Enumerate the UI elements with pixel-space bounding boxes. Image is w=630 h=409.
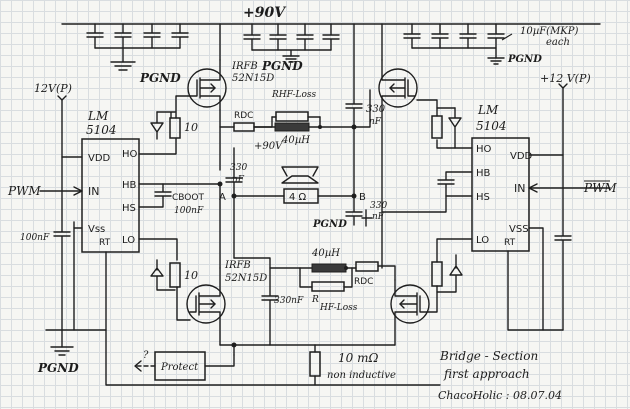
bottom-rhf-r: R — [311, 295, 319, 305]
output-filter-top — [219, 23, 371, 132]
right-driver-name-2: 5104 — [476, 119, 507, 133]
protect-block — [134, 351, 235, 381]
cap-bank-right — [403, 23, 513, 65]
left-gate-driver — [39, 95, 441, 386]
cap-bank-left — [86, 23, 189, 71]
left-pin-vss: Vss — [88, 224, 105, 235]
protect-question: ? — [143, 350, 149, 361]
right-pin-hs: HS — [476, 192, 490, 203]
sense-resistor-label: 10 mΩ — [338, 351, 378, 365]
bottom-rdc-label: RDC — [354, 277, 373, 287]
rail-label-12v-right: +12 V(P) — [540, 72, 591, 85]
cboot-value: 100nF — [174, 206, 204, 216]
rail-label-top: +90V — [243, 5, 287, 21]
load-cap-left-unit: nF — [232, 175, 245, 185]
left-pin-vdd: VDD — [88, 153, 111, 164]
labels: +90V +90V 12V(P) +12 V(P) PGND PGND PGND… — [7, 5, 617, 402]
rail-label-12v-left: 12V(P) — [34, 82, 72, 95]
speaker-impedance: 4 Ω — [289, 192, 307, 203]
mosfet-bottom-left — [186, 267, 226, 346]
load-speaker — [225, 126, 373, 259]
rail-label-mid: +90V — [254, 141, 284, 152]
left-pin-hb: HB — [122, 180, 137, 191]
left-pwm-input: PWM — [7, 184, 41, 198]
pgnd-label-bottom-left: PGND — [37, 361, 79, 375]
left-half-bridge — [186, 23, 237, 356]
right-pin-ho: HO — [476, 144, 492, 155]
right-pin-lo: LO — [476, 235, 489, 246]
title-line-2: first approach — [443, 367, 530, 381]
pgnd-label-right-top: PGND — [507, 54, 542, 65]
bottom-cap-label: 330nF — [274, 296, 304, 306]
left-pin-lo: LO — [122, 235, 135, 246]
load-cap-right: 330 — [370, 201, 387, 211]
right-pin-hb: HB — [476, 168, 491, 179]
mosfet-top-right — [378, 59, 418, 111]
bottom-rhf-label: HF-Loss — [319, 303, 358, 313]
mosfet-bl-type-1: IRFB — [224, 260, 251, 271]
load-cap-right-unit: nF — [372, 212, 385, 222]
mosfet-bl-type-2: 52N15D — [225, 273, 267, 284]
left-driver-name-1: LM — [87, 109, 109, 123]
output-filter-bottom — [233, 257, 396, 346]
node-a: A — [219, 192, 226, 203]
title-line-1: Bridge - Section — [439, 349, 538, 363]
left-pin-in: IN — [88, 185, 99, 198]
title-line-3: ChacoHolic : 08.07.04 — [438, 389, 562, 402]
bottom-inductor-label: 40µH — [311, 248, 340, 259]
mosfet-bottom-right — [390, 279, 430, 346]
left-pin-hs: HS — [122, 203, 136, 214]
pgnd-label-left-top: PGND — [139, 71, 181, 85]
right-pin-vss: VSS — [509, 224, 529, 235]
node-b: B — [359, 192, 366, 203]
right-driver-name-1: LM — [477, 103, 499, 117]
mosfet-tl-type-2: 52N15D — [232, 73, 274, 84]
gate-res-bottom-left: 10 — [184, 269, 198, 282]
right-pin-in: IN — [514, 182, 525, 195]
mkp-each-note: each — [546, 37, 570, 48]
protect-label: Protect — [160, 362, 199, 373]
left-bypass-cap-label: 100nF — [20, 233, 50, 243]
mosfet-top-left — [187, 59, 227, 111]
right-half-bridge — [233, 23, 430, 386]
cap-bank-mid — [243, 23, 340, 63]
top-rhf-label: RHF-Loss — [271, 90, 317, 100]
pgnd-label-center: PGND — [312, 219, 347, 230]
top-inductor-label: 40µH — [281, 135, 310, 146]
left-pin-ho: HO — [122, 149, 138, 160]
mkp-cap-note: 10µF(MKP) — [520, 26, 579, 37]
left-driver-name-2: 5104 — [86, 123, 117, 137]
top-rdc-label: RDC — [234, 111, 253, 121]
top-cap-unit: nF — [369, 117, 382, 127]
right-pin-vdd: VDD — [510, 151, 533, 162]
top-cap-label: 330 — [366, 104, 386, 115]
supply-rail-90v — [61, 23, 601, 71]
right-gate-driver — [381, 83, 611, 331]
sense-resistor-note: non inductive — [327, 370, 396, 381]
right-pwm-input: PWM — [583, 181, 617, 195]
mosfet-tl-type-1: IRFB — [231, 61, 258, 72]
load-cap-left: 330 — [230, 163, 247, 173]
left-pin-rt: RT — [99, 238, 111, 248]
cboot-label: CBOOT — [172, 193, 204, 203]
gate-res-top-left: 10 — [184, 121, 198, 134]
pgnd-label-mid-top: PGND — [261, 59, 303, 73]
right-pin-rt: RT — [504, 238, 516, 248]
